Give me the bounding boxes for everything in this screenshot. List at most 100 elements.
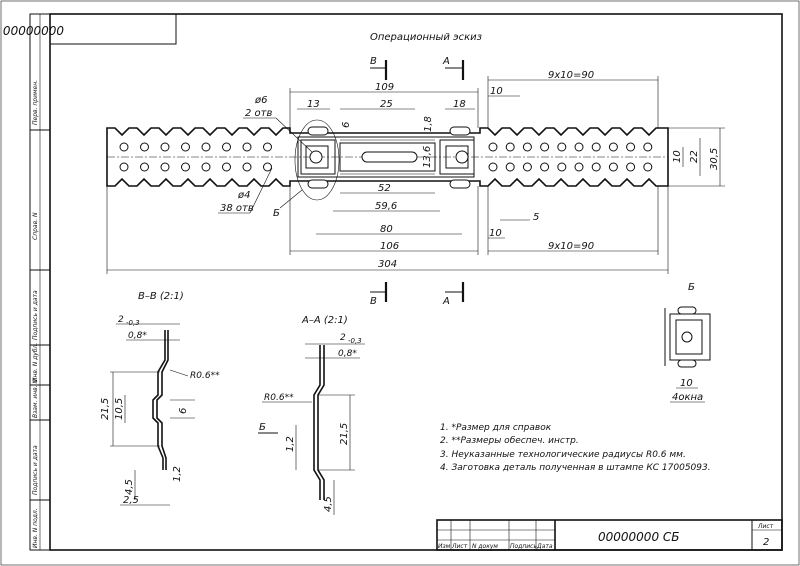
left-slot-bot bbox=[307, 179, 329, 189]
bb-dim-21-5: 21,5 bbox=[100, 398, 111, 420]
aa-profile bbox=[313, 345, 325, 500]
aa-dim-2: 2 bbox=[340, 333, 346, 343]
bb-dim-1-2: 1,2 bbox=[172, 466, 183, 482]
side-label-6: Инв. N подл. bbox=[32, 508, 39, 548]
hole-phi4 bbox=[119, 142, 129, 152]
aa-r06: R0.6** bbox=[264, 393, 294, 403]
side-label-1: Справ. N bbox=[32, 212, 39, 240]
hole-phi4 bbox=[140, 142, 149, 152]
dim-pitch-bot: 9x10=90 bbox=[548, 241, 594, 252]
note-1: 1. *Размер для справок bbox=[440, 423, 552, 433]
detail-b-callout bbox=[294, 119, 340, 201]
tb-header-0: Изм bbox=[438, 543, 451, 550]
hole-phi4 bbox=[242, 162, 252, 172]
note-phi6-count: 2 отв bbox=[245, 108, 272, 119]
hole-phi4 bbox=[181, 162, 190, 172]
bb-dim-2: 2 bbox=[118, 315, 124, 325]
left-hole-phi6 bbox=[309, 150, 323, 164]
hole-phi4 bbox=[643, 142, 653, 152]
hole-phi4 bbox=[201, 162, 211, 172]
section-markers-top: В А В А bbox=[370, 56, 465, 307]
bb-dim-4-5: 4,5 bbox=[124, 479, 135, 495]
hole-phi4 bbox=[643, 162, 653, 172]
note-4: 4. Заготовка деталь полученная в штампе … bbox=[440, 463, 711, 473]
hole-phi4 bbox=[608, 142, 618, 152]
dim-304: 304 bbox=[378, 259, 397, 270]
hole-phi4 bbox=[119, 162, 129, 172]
tb-sheet-label: Лист bbox=[757, 523, 774, 530]
marker-b-callout: Б bbox=[273, 208, 280, 219]
detail-slot-top bbox=[677, 306, 697, 315]
dim-pitch-top: 9x10=90 bbox=[548, 70, 594, 81]
dim-106: 106 bbox=[380, 241, 399, 252]
side-label-4: Взам. инв. N bbox=[32, 379, 39, 418]
bb-r06: R0.6** bbox=[190, 371, 220, 381]
aa-dim-4-5: 4,5 bbox=[323, 496, 334, 512]
top-code-box bbox=[49, 13, 177, 45]
hole-phi4 bbox=[488, 162, 498, 172]
section-bb-title: В–В (2:1) bbox=[138, 291, 184, 302]
side-label-2: Подпись и дата bbox=[32, 290, 39, 340]
hole-phi4 bbox=[505, 162, 515, 172]
side-label-3: Инв. N дубл. bbox=[32, 343, 39, 382]
tb-header-3: Подпись bbox=[510, 543, 537, 550]
aa-dim-1-2: 1,2 bbox=[285, 436, 296, 452]
dims-bottom: 52 59,6 80 106 10 5 9x10=90 304 ø4 38 от… bbox=[106, 167, 669, 274]
aa-dim-21-5: 21,5 bbox=[339, 423, 350, 445]
side-label-5: Подпись и дата bbox=[32, 445, 39, 495]
dim-25: 25 bbox=[380, 99, 393, 110]
bb-dim-6: 6 bbox=[178, 408, 189, 414]
dim-59-6: 59,6 bbox=[375, 201, 397, 212]
hole-phi4 bbox=[160, 162, 170, 172]
hole-phi4 bbox=[222, 162, 231, 172]
right-slot-bot bbox=[449, 179, 471, 189]
dim-10r: 10 bbox=[672, 150, 683, 163]
center-slot bbox=[361, 151, 418, 163]
dim-18: 18 bbox=[453, 99, 466, 110]
marker-b-bot: В bbox=[370, 296, 377, 307]
dim-1-8: 1,8 bbox=[423, 116, 434, 132]
dim-10a: 10 bbox=[490, 86, 503, 97]
tb-header-4: Дата bbox=[536, 543, 553, 550]
dim-6: 6 bbox=[341, 122, 352, 128]
notes: 1. *Размер для справок 2. **Размеры обес… bbox=[440, 423, 711, 473]
tb-header-2: N докум bbox=[472, 543, 498, 550]
hole-phi4 bbox=[505, 142, 515, 152]
hole-phi4 bbox=[574, 162, 584, 172]
hole-phi4 bbox=[608, 162, 618, 172]
hole-phi4 bbox=[540, 162, 550, 172]
dims-top: 109 13 25 18 10 9x10=90 6 1,8 13,6 ø6 2 … bbox=[243, 70, 659, 168]
note-2: 2. **Размеры обеспеч. инстр. bbox=[440, 436, 579, 446]
hole-phi4 bbox=[488, 142, 498, 152]
right-slot-top bbox=[449, 126, 471, 136]
detail-dim-10: 10 bbox=[680, 378, 693, 389]
left-bracket bbox=[300, 139, 336, 175]
detail-hole bbox=[681, 331, 693, 343]
right-hole-phi6 bbox=[455, 150, 469, 164]
note-phi4: ø4 bbox=[237, 190, 250, 201]
hole-phi4 bbox=[160, 142, 170, 152]
hole-phi4 bbox=[557, 142, 567, 152]
section-aa: А–А (2:1) 2 -0,3 0,8* 21,5 R0.6** Б 1,2 … bbox=[258, 315, 365, 515]
dim-30-5: 30,5 bbox=[709, 148, 720, 170]
detail-windows: 4окна bbox=[672, 392, 703, 403]
hole-phi4 bbox=[263, 162, 272, 172]
hole-phi4 bbox=[557, 162, 567, 172]
dim-109: 109 bbox=[375, 82, 394, 93]
hole-phi4 bbox=[242, 142, 252, 152]
sheet-title: Операционный эскиз bbox=[370, 32, 482, 43]
hole-phi4 bbox=[263, 142, 272, 152]
marker-a-top: А bbox=[442, 56, 450, 67]
dim-52: 52 bbox=[378, 183, 391, 194]
dim-80: 80 bbox=[380, 224, 393, 235]
hole-phi4 bbox=[522, 142, 532, 152]
dim-5: 5 bbox=[533, 212, 539, 223]
left-strip: Перв. примен. Справ. N Подпись и дата Ин… bbox=[29, 13, 51, 551]
bb-dim-2-5: 2,5 bbox=[123, 495, 139, 506]
bb-dim-08: 0,8* bbox=[128, 331, 147, 341]
dim-10b: 10 bbox=[489, 228, 502, 239]
right-bracket bbox=[439, 139, 475, 175]
dim-13: 13 bbox=[307, 99, 320, 110]
